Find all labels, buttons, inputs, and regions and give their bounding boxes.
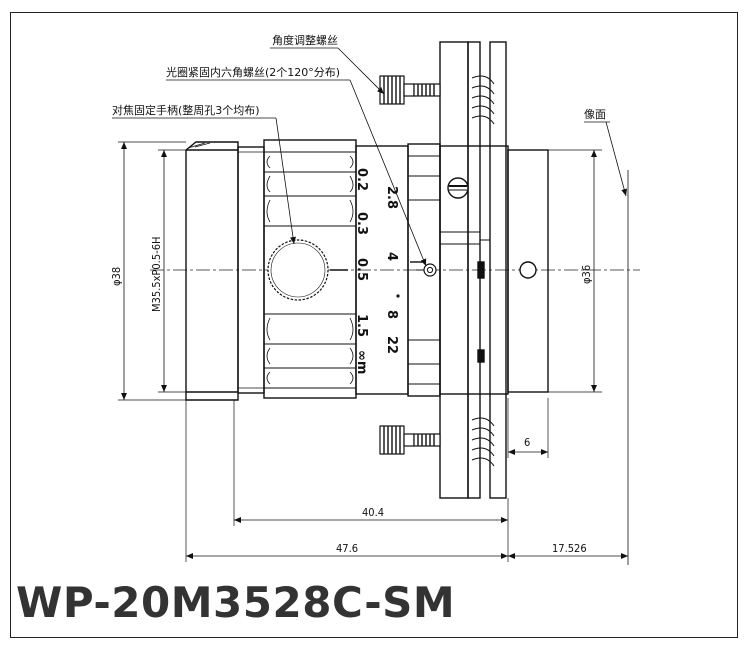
image-plane: 像面 <box>584 108 629 565</box>
focus-scale-inf: ∞m <box>354 350 369 374</box>
iris-scale-2-8: 2.8 <box>384 186 399 209</box>
dim-back-focal: 17.526 <box>508 542 628 559</box>
dim-dia-38-label: φ38 <box>110 267 123 286</box>
dim-dia-36: φ36 <box>548 149 602 393</box>
dim-back-focal-label: 17.526 <box>552 542 587 555</box>
dim-thread-label: M35.5xP0.5-6H <box>150 237 163 312</box>
focus-scale: 0.2 0.3 0.5 1.5 ∞m <box>354 168 369 374</box>
callout-focus-handle: 对焦固定手柄(整周孔3个均布) <box>112 103 296 245</box>
slotted-screw <box>447 177 469 199</box>
drawing-frame <box>10 12 738 638</box>
dim-length-40-4: 40.4 <box>233 400 509 526</box>
dim-length-47-6-label: 47.6 <box>336 542 358 555</box>
focus-scale-1-5: 1.5 <box>354 314 369 337</box>
top-spring <box>471 75 495 125</box>
callout-focus-handle-label: 对焦固定手柄(整周孔3个均布) <box>112 103 260 117</box>
iris-hex-screw <box>423 263 437 277</box>
tilt-mount <box>439 41 509 499</box>
dim-dia-36-label: φ36 <box>580 265 593 284</box>
iris-scale-22: 22 <box>384 336 399 354</box>
bottom-spring <box>471 417 495 467</box>
focus-scale-0-5: 0.5 <box>354 258 369 281</box>
model-number: WP-20M3528C-SM <box>16 578 456 627</box>
top-angle-screw <box>379 75 441 105</box>
callout-angle-screw: 角度调整螺丝 <box>270 33 385 95</box>
focus-scale-0-3: 0.3 <box>354 212 369 235</box>
dim-length-40-4-label: 40.4 <box>362 506 384 519</box>
image-plane-label: 像面 <box>584 108 606 121</box>
dim-offset-6-label: 6 <box>524 436 530 449</box>
front-thread-section <box>185 141 239 401</box>
iris-scale-4: 4 <box>384 252 399 261</box>
bottom-angle-screw <box>379 425 441 455</box>
iris-scale-8: 8 <box>384 310 399 319</box>
dim-thread: M35.5xP0.5-6H <box>150 149 186 393</box>
callout-iris-screw: 光圈紧固内六角螺丝(2个120°分布) <box>166 65 427 267</box>
focus-scale-0-2: 0.2 <box>354 168 369 191</box>
dim-length-47-6: 47.6 <box>185 400 509 562</box>
callout-iris-screw-label: 光圈紧固内六角螺丝(2个120°分布) <box>166 65 340 79</box>
dim-dia-38: φ38 <box>110 141 186 401</box>
dim-offset-6: 6 <box>507 398 549 458</box>
focus-handle-gear <box>267 239 329 301</box>
callout-angle-screw-label: 角度调整螺丝 <box>272 33 338 47</box>
rear-mount <box>507 149 549 393</box>
